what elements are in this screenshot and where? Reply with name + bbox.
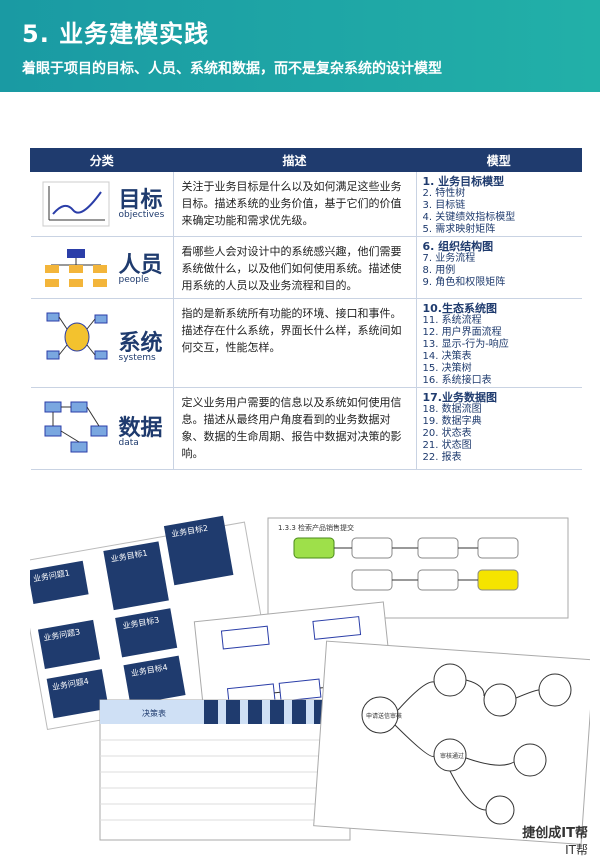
model-item: 4. 关键绩效指标模型 <box>422 212 516 223</box>
brand-name: 捷创成IT帮 <box>522 826 588 841</box>
header-model: 模型 <box>415 148 582 172</box>
model-item: 3. 目标链 <box>422 200 466 211</box>
model-table: 分类 描述 模型 目标 objectives 关注于业务目标是什么以及如何满足这… <box>30 148 582 470</box>
data-flow-icon <box>44 401 107 453</box>
state-1-label: 申请送信审核 <box>366 712 402 720</box>
model-item: 11. 系统流程 <box>422 315 482 326</box>
model-item: 20. 状态表 <box>422 428 472 439</box>
line-chart-icon <box>42 181 109 227</box>
table-header-row: 分类 描述 模型 <box>30 148 582 172</box>
table-row: 系统 systems 指的是新系统所有功能的环境、接口和事件。描述存在什么系统，… <box>30 298 582 388</box>
category-english: data <box>118 438 139 448</box>
model-item: 18. 数据流图 <box>422 404 482 415</box>
model-group: 6. 组织结构图 <box>422 240 494 253</box>
header-category: 分类 <box>30 148 174 172</box>
category-english: systems <box>118 353 156 363</box>
org-chart-icon <box>44 249 107 287</box>
page-subtitle: 着眼于项目的目标、人员、系统和数据，而不是复杂系统的设计模型 <box>22 61 442 77</box>
category-name: 数据 <box>118 416 163 441</box>
footer-brand: 捷创成IT帮 IT帮 <box>522 822 588 858</box>
sample-diagrams-collage: 业务问题1 业务目标1 业务目标2 业务问题3 业务目标3 业务问题4 业务目标… <box>30 515 590 845</box>
state-2-label: 审核通过 <box>440 752 464 760</box>
category-cell: 目标 objectives <box>30 171 173 237</box>
category-english: people <box>118 275 150 285</box>
category-cell: 系统 systems <box>30 298 173 388</box>
description-cell: 指的是新系统所有功能的环境、接口和事件。描述存在什么系统，界面长什么样，系统间如… <box>172 298 417 388</box>
process-flow-diagram: 1.3.3 检索产品销售提交 <box>267 517 569 619</box>
page-title: 5. 业务建模实践 <box>22 20 210 48</box>
model-item: 12. 用户界面流程 <box>422 327 502 338</box>
category-english: objectives <box>118 210 165 220</box>
model-item: 9. 角色和权限矩阵 <box>422 277 506 288</box>
model-item: 7. 业务流程 <box>422 253 476 264</box>
model-cell: 1. 业务目标模型 2. 特性树 3. 目标链 4. 关键绩效指标模型 5. 需… <box>416 171 582 237</box>
table-row: 人员 people 看哪些人会对设计中的系统感兴趣，他们需要系统做什么，以及他们… <box>30 236 582 299</box>
model-item: 2. 特性树 <box>422 188 466 199</box>
model-item: 14. 决策表 <box>422 351 472 362</box>
model-group: 10.生态系统图 <box>422 302 498 315</box>
model-cell: 6. 组织结构图 7. 业务流程 8. 用例 9. 角色和权限矩阵 <box>416 236 582 299</box>
description-cell: 定义业务用户需要的信息以及系统如何使用信息。描述从最终用户角度看到的业务数据对象… <box>172 387 417 470</box>
model-cell: 10.生态系统图 11. 系统流程 12. 用户界面流程 13. 显示-行为-响… <box>416 298 582 388</box>
model-item: 21. 状态图 <box>422 440 472 451</box>
brand-sub: IT帮 <box>565 843 588 857</box>
model-item: 8. 用例 <box>422 265 456 276</box>
table-row: 目标 objectives 关注于业务目标是什么以及如何满足这些业务目标。描述系… <box>30 171 582 237</box>
category-name: 目标 <box>118 188 163 213</box>
model-item: 15. 决策树 <box>422 363 472 374</box>
model-item: 13. 显示-行为-响应 <box>422 339 509 350</box>
model-group: 17.业务数据图 <box>422 391 498 404</box>
category-cell: 人员 people <box>30 236 173 299</box>
category-name: 人员 <box>118 253 163 278</box>
model-item: 5. 需求映射矩阵 <box>422 224 496 235</box>
model-group: 1. 业务目标模型 <box>422 175 505 188</box>
model-item: 22. 报表 <box>422 452 462 463</box>
description-cell: 关注于业务目标是什么以及如何满足这些业务目标。描述系统的业务价值，基于它们的价值… <box>172 171 417 237</box>
model-item: 16. 系统接口表 <box>422 375 492 386</box>
system-diagram-icon <box>46 312 107 360</box>
decision-table-title: 决策表 <box>142 708 166 718</box>
description-cell: 看哪些人会对设计中的系统感兴趣，他们需要系统做什么，以及他们如何使用系统。描述使… <box>172 236 417 299</box>
category-name: 系统 <box>118 331 163 356</box>
category-cell: 数据 data <box>30 387 173 470</box>
model-item: 19. 数据字典 <box>422 416 482 427</box>
state-diagram: 申请送信审核 审核通过 <box>313 640 590 845</box>
table-row: 数据 data 定义业务用户需要的信息以及系统如何使用信息。描述从最终用户角度看… <box>30 387 582 470</box>
model-cell: 17.业务数据图 18. 数据流图 19. 数据字典 20. 状态表 21. 状… <box>416 387 582 470</box>
header-banner: 5. 业务建模实践 着眼于项目的目标、人员、系统和数据，而不是复杂系统的设计模型 <box>0 0 600 92</box>
decision-table: 决策表 <box>99 699 351 841</box>
header-description: 描述 <box>172 148 417 172</box>
flow-title: 1.3.3 检索产品销售提交 <box>278 523 354 532</box>
